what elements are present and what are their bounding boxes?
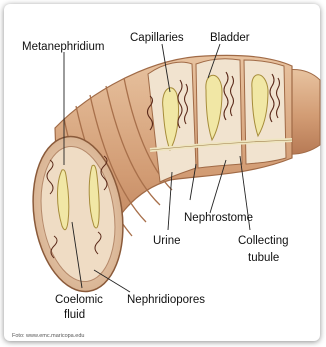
label-bladder: Bladder [210, 32, 250, 44]
photo-credit: Foto: www.emc.maricopa.edu [12, 333, 84, 339]
label-nephridiopores: Nephridiopores [127, 294, 205, 306]
label-coelomic-line2: fluid [64, 309, 85, 321]
label-nephrostome: Nephrostome [184, 212, 253, 224]
label-urine: Urine [153, 235, 180, 247]
label-collecting-line1: Collecting [238, 235, 289, 247]
label-metanephridium: Metanephridium [22, 41, 104, 53]
label-capillaries: Capillaries [130, 32, 184, 44]
label-collecting-line2: tubule [248, 252, 279, 264]
label-coelomic-line1: Coelomic [55, 294, 103, 306]
